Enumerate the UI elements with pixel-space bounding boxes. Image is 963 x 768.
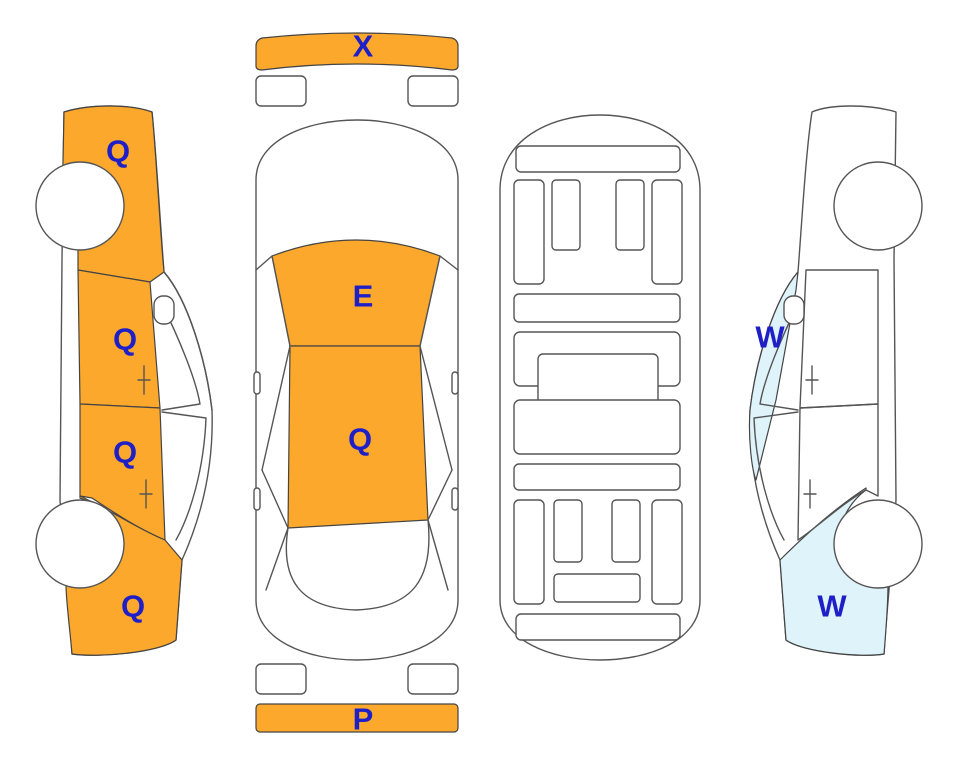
- underbody-view: [499, 114, 701, 661]
- underbody-panel: [651, 499, 683, 605]
- underbody-panel: [513, 499, 545, 605]
- front-bumper[interactable]: [255, 32, 459, 71]
- left-front-fender-label: Q: [106, 134, 130, 169]
- top-left-mirror: [253, 371, 261, 395]
- left-windshield-line: [163, 271, 213, 411]
- underbody-panel: [513, 293, 681, 323]
- right-front-handle: [805, 365, 819, 395]
- top-windshield-right: [419, 255, 459, 471]
- rear-bumper-label: P: [353, 702, 374, 737]
- panel-labels: X E Q P Q Q Q Q W W: [106, 29, 847, 737]
- hood-label: E: [353, 279, 374, 314]
- underbody-outline: [499, 114, 701, 661]
- top-left-rear-mirror: [253, 487, 261, 511]
- left-rear-window-line: [161, 411, 207, 541]
- top-view: [253, 32, 459, 733]
- underbody-panel: [615, 179, 645, 251]
- left-front-wheel: [35, 161, 125, 251]
- top-windshield-left: [255, 255, 291, 471]
- underbody-panel: [611, 499, 641, 563]
- roof-label: Q: [348, 422, 372, 457]
- left-side-view: [35, 105, 213, 656]
- left-front-door-label: Q: [113, 322, 137, 357]
- rear-left-light: [255, 663, 307, 695]
- right-side-view: [748, 105, 923, 656]
- underbody-panel: [553, 573, 641, 603]
- front-right-light: [407, 75, 459, 107]
- right-mirror: [783, 295, 805, 325]
- left-rear-wheel: [35, 499, 125, 589]
- top-right-rear-mirror: [451, 487, 459, 511]
- right-front-door-label: W: [755, 320, 785, 355]
- underbody-panel: [513, 463, 681, 491]
- underbody-panel: [513, 399, 681, 455]
- top-right-c-pillar: [427, 469, 453, 591]
- right-rear-handle: [803, 479, 817, 509]
- left-front-handle: [137, 365, 151, 395]
- left-rear-quarter-label: Q: [121, 589, 145, 624]
- underbody-panel: [515, 613, 681, 641]
- right-front-wheel: [833, 161, 923, 251]
- underbody-panel: [513, 179, 545, 285]
- front-bumper-label: X: [353, 29, 374, 64]
- right-rear-wheel: [833, 499, 923, 589]
- top-left-c-pillar: [261, 469, 289, 591]
- left-mirror: [153, 295, 175, 325]
- rear-right-light: [407, 663, 459, 695]
- right-rear-quarter-label: W: [817, 589, 847, 624]
- left-rear-handle: [139, 479, 153, 509]
- right-rear-window-line: [753, 411, 799, 541]
- underbody-panel: [551, 179, 581, 251]
- left-rear-door-label: Q: [113, 435, 137, 470]
- right-door-line-2: [797, 403, 879, 541]
- top-rear-window: [285, 519, 430, 611]
- front-left-light: [255, 75, 307, 107]
- right-front-door[interactable]: [748, 271, 799, 481]
- rear-bumper[interactable]: [255, 703, 459, 733]
- underbody-panel: [515, 145, 681, 173]
- top-right-mirror: [451, 371, 459, 395]
- underbody-panel: [651, 179, 683, 285]
- underbody-panel: [553, 499, 583, 563]
- top-body-outline: [255, 119, 459, 661]
